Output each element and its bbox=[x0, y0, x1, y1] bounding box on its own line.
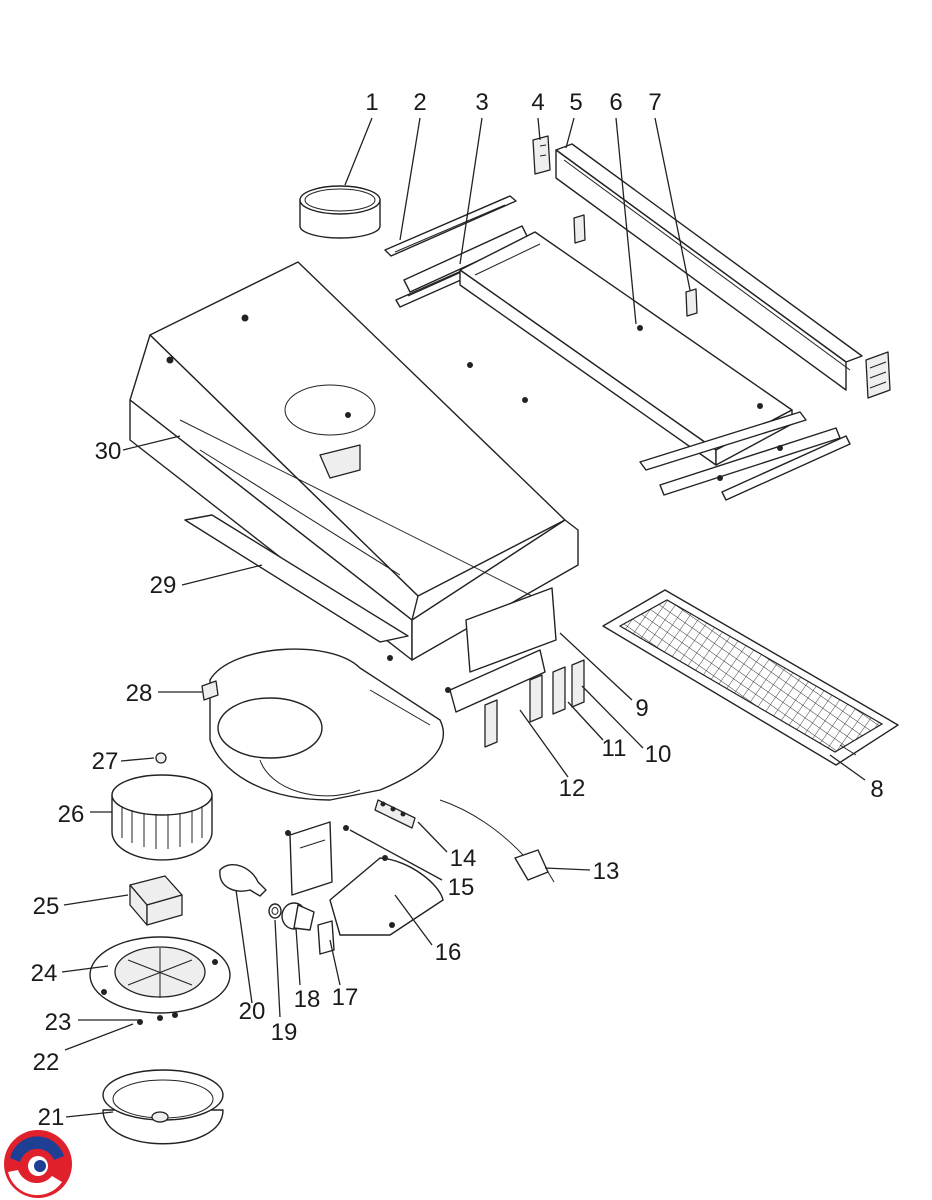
callout-number-5: 5 bbox=[569, 89, 582, 116]
callout-number-10: 10 bbox=[645, 741, 672, 768]
fan-nut bbox=[155, 752, 167, 764]
callout-number-1: 1 bbox=[365, 89, 378, 116]
light-cover bbox=[102, 1069, 224, 1145]
hood-body bbox=[129, 261, 579, 661]
callout-number-11: 11 bbox=[602, 735, 627, 762]
switch-buttons bbox=[484, 659, 585, 748]
callout-number-15: 15 bbox=[448, 874, 475, 901]
callout-number-23: 23 bbox=[45, 1009, 72, 1036]
power-cord bbox=[439, 799, 555, 883]
callout-number-9: 9 bbox=[635, 695, 648, 722]
callout-number-2: 2 bbox=[413, 89, 426, 116]
callout-number-22: 22 bbox=[33, 1049, 60, 1076]
callout-number-24: 24 bbox=[31, 960, 58, 987]
lamp-washer bbox=[268, 903, 282, 919]
callout-number-30: 30 bbox=[95, 438, 122, 465]
end-cap bbox=[865, 351, 891, 399]
front-rail bbox=[384, 195, 517, 257]
callout-number-8: 8 bbox=[870, 776, 883, 803]
holder-bracket bbox=[317, 920, 335, 955]
duct-collar bbox=[299, 185, 381, 239]
callout-number-29: 29 bbox=[150, 572, 177, 599]
callout-number-17: 17 bbox=[332, 984, 359, 1011]
light-bulb bbox=[219, 864, 267, 897]
callout-number-21: 21 bbox=[38, 1104, 65, 1131]
callout-number-20: 20 bbox=[239, 998, 266, 1025]
blower-wheel bbox=[111, 774, 213, 861]
callout-number-14: 14 bbox=[450, 845, 477, 872]
callout-number-28: 28 bbox=[126, 680, 153, 707]
right-rails bbox=[639, 411, 851, 501]
callout-number-3: 3 bbox=[475, 89, 488, 116]
callout-number-25: 25 bbox=[33, 893, 60, 920]
motor-bracket bbox=[285, 821, 349, 896]
grease-filter bbox=[602, 589, 899, 766]
sliding-tray bbox=[459, 231, 793, 466]
leader-lines bbox=[61, 117, 866, 1118]
blower-housing bbox=[201, 648, 444, 801]
callout-number-19: 19 bbox=[271, 1019, 298, 1046]
control-panel bbox=[445, 587, 557, 713]
callout-number-4: 4 bbox=[531, 89, 544, 116]
lamp-holder bbox=[281, 902, 315, 931]
tray-clip bbox=[573, 214, 698, 317]
callout-number-6: 6 bbox=[609, 89, 622, 116]
front-panel bbox=[184, 514, 409, 661]
motor-capacitor bbox=[129, 875, 183, 926]
callout-number-7: 7 bbox=[648, 89, 661, 116]
callout-number-18: 18 bbox=[294, 986, 321, 1013]
terminal-block bbox=[374, 799, 416, 829]
callout-number-16: 16 bbox=[435, 939, 462, 966]
callout-number-12: 12 bbox=[559, 775, 586, 802]
back-channel bbox=[555, 143, 863, 391]
callout-number-13: 13 bbox=[593, 858, 620, 885]
mounting-screws bbox=[137, 1012, 178, 1025]
callout-number-26: 26 bbox=[58, 801, 85, 828]
corner-bracket bbox=[532, 135, 551, 175]
motor-plate bbox=[89, 936, 231, 1014]
company-logo-icon bbox=[4, 1130, 72, 1198]
light-housing bbox=[329, 855, 444, 936]
callout-number-27: 27 bbox=[92, 748, 119, 775]
